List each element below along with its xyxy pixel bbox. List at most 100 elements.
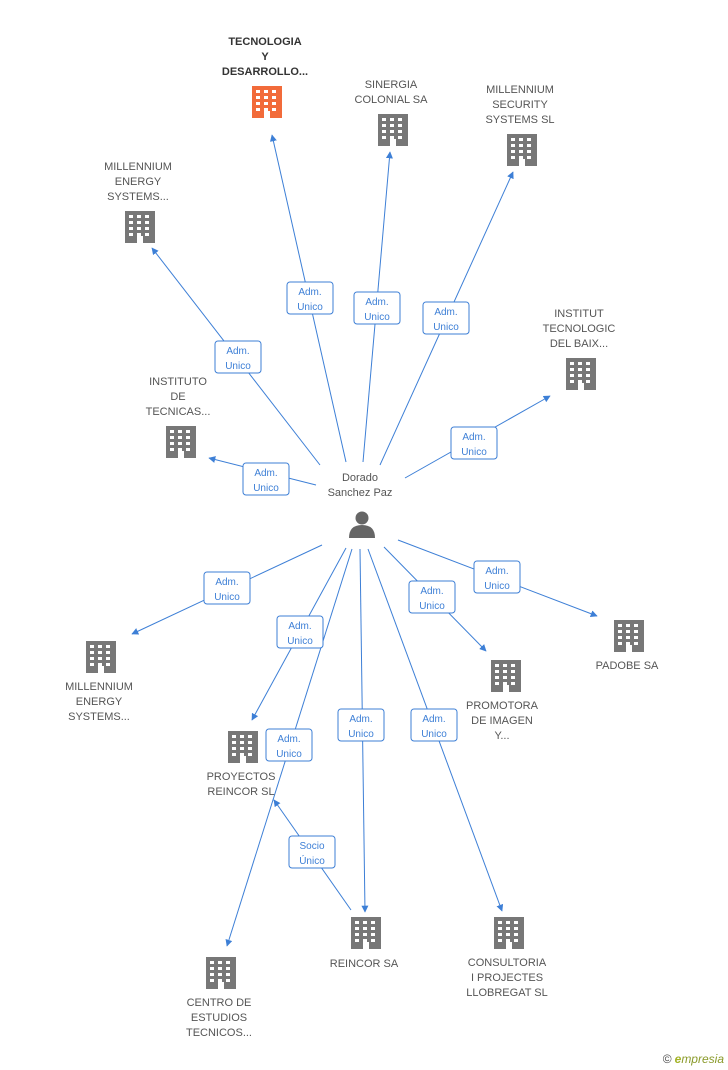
relation-badge-box xyxy=(265,728,313,762)
company-node-padobe[interactable]: PADOBE SA xyxy=(596,620,659,672)
relation-label-line: Adm. xyxy=(215,577,238,588)
company-name-line: DE xyxy=(170,391,185,403)
relation-badge[interactable]: Adm.Unico xyxy=(422,301,470,335)
building-icon xyxy=(206,957,236,989)
relation-badge[interactable]: Adm.Unico xyxy=(450,426,498,460)
relation-badge[interactable]: Adm. Unico xyxy=(242,462,290,496)
company-name-line: MILLENNIUM xyxy=(486,84,554,96)
relation-label-line: Unico xyxy=(214,592,240,603)
relation-label-line: Unico xyxy=(461,447,487,458)
relation-label-line: Adm. xyxy=(485,566,508,577)
company-name-line: PADOBE SA xyxy=(596,660,659,672)
relation-badge[interactable]: Adm.Unico xyxy=(408,580,456,614)
building-icon xyxy=(125,211,155,243)
relation-label: Adm.Unico xyxy=(484,566,510,592)
relation-label-line: Unico xyxy=(364,312,390,323)
relation-label-line: Unico xyxy=(348,729,374,740)
building-icon xyxy=(566,358,596,390)
company-name-line: DESARROLLO... xyxy=(222,66,308,78)
company-name-line: LLOBREGAT SL xyxy=(466,987,548,999)
relation-badge-box xyxy=(286,281,334,315)
relation-badge[interactable]: Adm. Unico xyxy=(337,708,385,742)
company-name-line: REINCOR SL xyxy=(207,786,274,798)
relation-label: Adm. Unico xyxy=(348,714,374,740)
company-name-line: DE IMAGEN xyxy=(471,715,533,727)
relation-badge[interactable]: Adm.Unico xyxy=(353,291,401,325)
relation-label-line: Unico xyxy=(253,483,279,494)
relation-label: Adm.Unico xyxy=(419,586,445,612)
building-icon xyxy=(252,86,282,118)
relation-badge[interactable]: Adm.Unico xyxy=(410,708,458,742)
company-node-proyectos-reincor[interactable]: PROYECTOS REINCOR SL xyxy=(207,731,276,798)
relation-badge-box xyxy=(337,708,385,742)
relation-label-line: Adm. xyxy=(288,621,311,632)
company-name-line: ESTUDIOS xyxy=(191,1012,247,1024)
company-name-line: SYSTEMS... xyxy=(107,191,169,203)
relation-label: Adm.Unico xyxy=(364,297,390,323)
relation-badge[interactable]: Adm.Unico xyxy=(473,560,521,594)
relation-badge-box xyxy=(450,426,498,460)
building-icon xyxy=(614,620,644,652)
person-name-line: Sanchez Paz xyxy=(328,487,393,499)
relation-label-line: Unico xyxy=(287,636,313,647)
company-name-line: CENTRO DE xyxy=(187,997,252,1009)
company-name-line: TECNOLOGIA xyxy=(228,36,301,48)
relation-label-line: Unico xyxy=(419,601,445,612)
company-name-line: ENERGY xyxy=(76,696,123,708)
copyright-symbol: © xyxy=(662,1052,672,1066)
company-name: PROYECTOS REINCOR SL xyxy=(207,771,276,798)
relation-badge[interactable]: Adm.Unico xyxy=(214,340,262,374)
building-icon xyxy=(228,731,258,763)
person-name-line: Dorado xyxy=(342,472,378,484)
relation-badge-box xyxy=(214,340,262,374)
relation-badge[interactable]: Adm. Unico xyxy=(203,571,251,605)
building-icon xyxy=(86,641,116,673)
relation-label: Adm.Unico xyxy=(276,734,302,760)
relation-badge-box xyxy=(408,580,456,614)
relation-label-line: Adm. xyxy=(254,468,277,479)
company-name-line: SINERGIA xyxy=(365,79,418,91)
relation-label: Adm. Unico xyxy=(287,621,313,647)
company-name: CENTRO DE ESTUDIOS TECNICOS... xyxy=(186,997,252,1039)
relation-label-line: Unico xyxy=(433,322,459,333)
relation-badge[interactable]: Adm. Unico xyxy=(276,615,324,649)
relation-badge-box xyxy=(276,615,324,649)
relation-badge[interactable]: Adm.Unico xyxy=(265,728,313,762)
relation-label: Adm. Unico xyxy=(214,577,240,603)
relation-label-line: Adm. xyxy=(349,714,372,725)
company-name-line: PROYECTOS xyxy=(207,771,276,783)
company-name-line: I PROJECTES xyxy=(471,972,543,984)
relation-badge[interactable]: Adm.Unico xyxy=(286,281,334,315)
relation-badge-box xyxy=(242,462,290,496)
company-name-line: TECNICOS... xyxy=(186,1027,252,1039)
company-node-reincor[interactable]: REINCOR SA xyxy=(330,917,399,970)
edges-layer xyxy=(131,134,598,947)
relation-badge-box xyxy=(203,571,251,605)
brand-initial: e xyxy=(674,1052,682,1066)
company-node-centro-estudios[interactable]: CENTRO DE ESTUDIOS TECNICOS... xyxy=(186,957,252,1039)
company-name-line: TECNOLOGIC xyxy=(543,323,616,335)
company-name: PADOBE SA xyxy=(596,660,659,672)
company-name-line: SECURITY xyxy=(492,99,548,111)
